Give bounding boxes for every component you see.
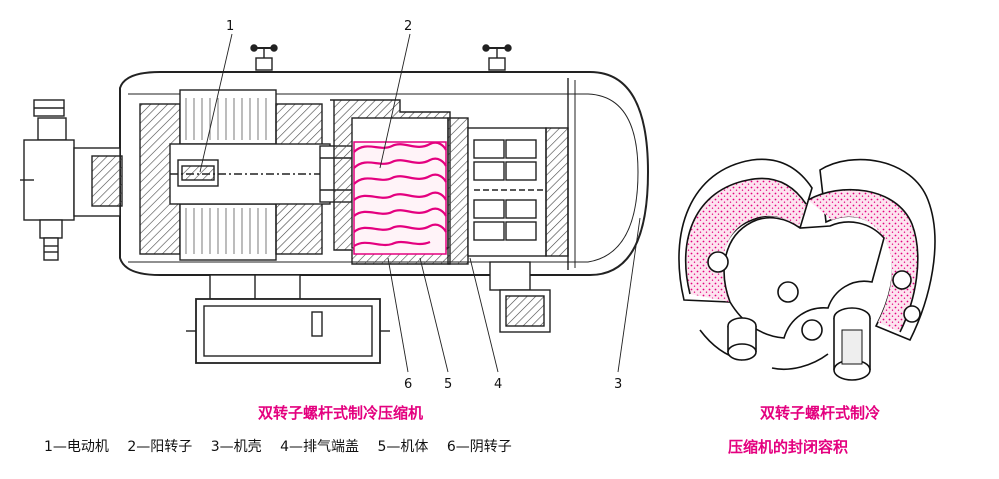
casing-inner bbox=[128, 93, 639, 263]
screw-rotors bbox=[353, 141, 447, 255]
discharge-end-cover bbox=[447, 117, 569, 265]
rotor-shaft-right bbox=[833, 307, 871, 381]
terminal-box bbox=[186, 274, 390, 364]
legend-item-2: 2—阳转子 bbox=[127, 439, 193, 455]
legend-item-5: 5—机体 bbox=[377, 439, 429, 455]
suction-fitting bbox=[20, 99, 123, 261]
legend: 1—电动机 2—阳转子 3—机壳 4—排气端盖 5—机体 6—阴转子 bbox=[44, 436, 526, 456]
callout-2: 2 bbox=[404, 19, 412, 34]
callout-1: 1 bbox=[226, 19, 234, 34]
leader-lines bbox=[199, 33, 641, 373]
right-caption-line2: 压缩机的封闭容积 bbox=[728, 438, 849, 456]
top-valve-left bbox=[250, 44, 278, 71]
legend-item-4: 4—排气端盖 bbox=[280, 439, 360, 455]
left-caption: 双转子螺杆式制冷压缩机 bbox=[258, 404, 424, 422]
callout-3: 3 bbox=[614, 377, 622, 392]
legend-item-1: 1—电动机 bbox=[44, 439, 109, 455]
right-caption-line1: 双转子螺杆式制冷 bbox=[760, 404, 881, 422]
top-valve-right bbox=[482, 44, 512, 71]
rotor-lobes bbox=[723, 216, 885, 339]
motor bbox=[139, 89, 331, 261]
closed-volume-right bbox=[808, 189, 918, 332]
legend-item-3: 3—机壳 bbox=[210, 439, 262, 455]
callout-5: 5 bbox=[444, 377, 452, 392]
callout-6: 6 bbox=[404, 377, 412, 392]
bottom-discharge-fitting bbox=[489, 261, 551, 333]
rotor-shaft-left bbox=[727, 317, 757, 361]
compressor-cross-section: 1 2 3 4 5 6 bbox=[20, 19, 650, 392]
closed-volume-illustration bbox=[678, 158, 936, 381]
callout-4: 4 bbox=[494, 377, 502, 392]
legend-item-6: 6—阴转子 bbox=[446, 439, 512, 455]
